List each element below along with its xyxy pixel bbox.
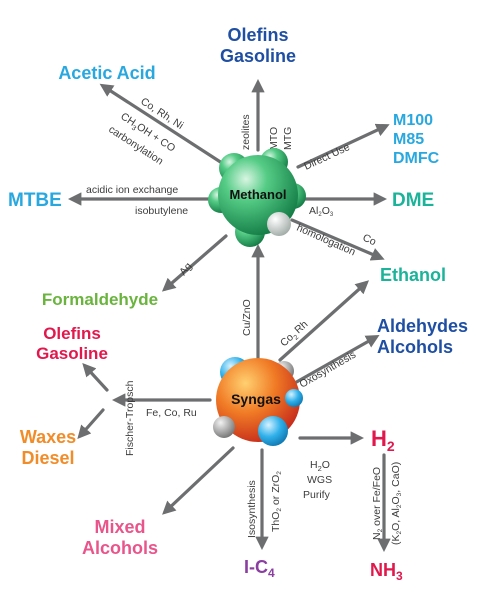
label-zeolites: zeolites bbox=[240, 114, 252, 150]
label-wgs: WGS bbox=[307, 474, 332, 486]
arrow-methanol-to-ethanol bbox=[290, 218, 385, 261]
label-homologation: homologation bbox=[295, 222, 358, 259]
product-gasoline-top: Gasoline bbox=[220, 46, 296, 66]
label-oxosynthesis: Oxosynthesis bbox=[298, 349, 359, 391]
label-fe-co-ru: Fe, Co, Ru bbox=[146, 407, 197, 419]
arrow-methanol-to-formaldehyde bbox=[161, 234, 228, 292]
product-gasoline-left: Gasoline bbox=[36, 344, 108, 363]
methanol-label: Methanol bbox=[229, 187, 286, 202]
label-isosynthesis: Isosynthesis bbox=[246, 480, 258, 538]
arrow-ft-to-olefins bbox=[82, 363, 109, 392]
label-n2-over-fe: N2 over Fe/FeO bbox=[371, 467, 384, 540]
arrow-syngas-to-ethanol bbox=[278, 280, 370, 362]
label-cu-zno: Cu/ZnO bbox=[241, 299, 253, 336]
arrow-syngas-to-mixed-alcohols bbox=[162, 446, 235, 515]
products: Olefins Gasoline Acetic Acid M100 M85 DM… bbox=[8, 25, 468, 583]
syngas-blue-atom-bottom-right bbox=[258, 416, 288, 446]
product-ethanol: Ethanol bbox=[380, 265, 446, 285]
product-olefins-left: Olefins bbox=[43, 324, 101, 343]
product-i-c4: I-C4 bbox=[244, 557, 275, 580]
product-mtbe: MTBE bbox=[8, 190, 62, 211]
product-dme: DME bbox=[392, 190, 434, 211]
arrow-ft-to-waxes bbox=[77, 408, 105, 440]
methanol-white-atom bbox=[267, 212, 291, 236]
label-al2o3: Al2O3 bbox=[309, 205, 334, 218]
label-isobutylene: isobutylene bbox=[135, 205, 188, 217]
label-co: Co bbox=[361, 232, 378, 248]
syngas-molecule: Syngas bbox=[213, 357, 303, 446]
syngas-blue-atom-right bbox=[285, 389, 303, 407]
label-tho2-zro2: ThO2 or ZrO2 bbox=[270, 471, 283, 532]
arrow-syngas-to-aldehydes bbox=[291, 335, 380, 386]
product-m85: M85 bbox=[393, 131, 424, 148]
product-formaldehyde: Formaldehyde bbox=[42, 290, 158, 309]
label-acidic-ion-exchange: acidic ion exchange bbox=[86, 184, 178, 196]
product-diesel: Diesel bbox=[21, 448, 74, 468]
label-h2o: H2O bbox=[310, 459, 330, 473]
product-mixed-alcohols: Alcohols bbox=[82, 538, 158, 558]
label-direct-use: Direct Use bbox=[302, 141, 352, 173]
syngas-gray-atom-bottom-left bbox=[213, 416, 235, 438]
arrow-methanol-to-fuels bbox=[296, 123, 390, 169]
product-mixed: Mixed bbox=[94, 517, 145, 537]
arrow-methanol-to-acetic-acid bbox=[99, 83, 224, 165]
product-h2: H2 bbox=[371, 426, 395, 454]
product-m100: M100 bbox=[393, 112, 433, 129]
syngas-label: Syngas bbox=[231, 391, 281, 407]
label-fischer-tropsch: Fischer-Tropsch bbox=[124, 380, 136, 456]
product-aldehydes: Aldehydes bbox=[377, 316, 468, 336]
product-alcohols: Alcohols bbox=[377, 337, 453, 357]
label-mtg: MTG bbox=[282, 127, 294, 150]
product-acetic-acid: Acetic Acid bbox=[58, 63, 155, 83]
product-waxes: Waxes bbox=[20, 427, 76, 447]
product-nh3: NH3 bbox=[370, 560, 403, 583]
methanol-molecule: Methanol bbox=[208, 148, 306, 247]
arrows bbox=[67, 78, 391, 553]
label-k2o-al2o3-cao: (K2O, Al2O3, CaO) bbox=[390, 462, 403, 545]
label-mto: MTO bbox=[268, 127, 280, 150]
label-purify: Purify bbox=[303, 489, 331, 501]
product-olefins-top: Olefins bbox=[227, 25, 288, 45]
product-dmfc: DMFC bbox=[393, 150, 440, 167]
